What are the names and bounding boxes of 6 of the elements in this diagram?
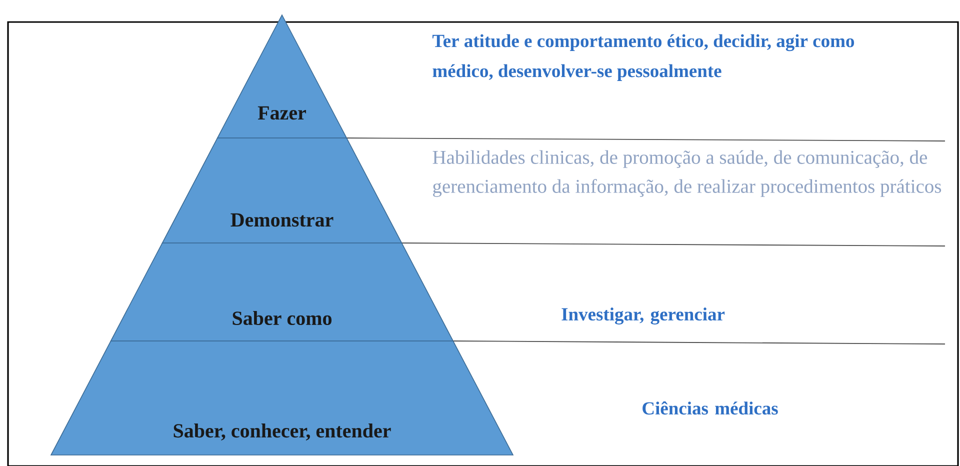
description-text: Ter atitude e comportamento ético, decidir, agir como médico, desenvolver-se pessoalmente xyxy=(432,34,854,81)
description-text: Investigar, gerenciar xyxy=(562,308,725,324)
pyramid-band: Saber como xyxy=(110,242,454,342)
description-text: Ciências médicas xyxy=(642,401,778,415)
description-text: Habilidades clinicas, de promoção a saúde, de comunicação, de gerenciamento da informação, de realizar procedimentos práticos xyxy=(432,150,942,197)
pyramid-band: Demonstrar xyxy=(162,138,402,244)
